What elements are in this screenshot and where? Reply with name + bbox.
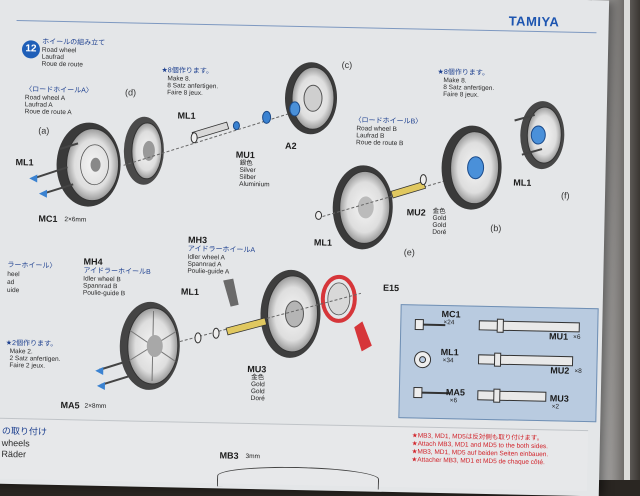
label-ml1-idler: ML1 (181, 288, 199, 298)
label-mc1: MC1 (38, 215, 57, 225)
label-ml1-top: ML1 (178, 111, 196, 121)
label-a: (a) (38, 127, 49, 137)
mu3-shaft-icon (478, 389, 546, 403)
idler-wheel-a (260, 269, 322, 358)
left-cut-jp: ラーホイール〉 (7, 262, 56, 270)
label-b: (b) (490, 224, 501, 234)
ma5-screw-icon (414, 387, 450, 398)
box-mu3-qty: ×2 (552, 404, 560, 411)
wheel-part-c (284, 62, 337, 135)
label-f: (f) (561, 191, 570, 201)
box-ml1-qty: ×34 (442, 358, 453, 365)
ml1-washer-icon (414, 351, 430, 367)
make2-fr: Faire 2 jeux. (9, 363, 45, 371)
wheel-part-f (514, 101, 565, 170)
mu1-color-fr: Aluminium (239, 182, 269, 189)
box-mu1-qty: ×6 (573, 335, 581, 342)
label-mh4: MH4 (83, 258, 102, 268)
label-c: (c) (342, 61, 353, 71)
label-mb3-size: 3mm (245, 454, 260, 461)
tool-red-icon (354, 321, 373, 351)
parts-checklist-box: MC1 ×24 ML1 ×34 MA5 ×6 MU1 ×6 MU2 ×8 MU3… (398, 304, 598, 422)
next-step-raeder: Räder (1, 450, 26, 460)
label-mb3: MB3 (219, 451, 238, 461)
mc1-screw-icon (415, 319, 445, 330)
next-step-title-jp: の取り付け (2, 427, 47, 437)
left-cut-2: ad (7, 280, 14, 287)
box-mu2-label: MU2 (550, 366, 569, 376)
next-step-wheels: wheels (2, 439, 30, 449)
ring-e15 (322, 277, 355, 322)
mu2-color-fr: Doré (432, 230, 446, 237)
label-ml1-right: ML1 (513, 178, 531, 188)
label-a2: A2 (285, 142, 297, 152)
left-cut-1: heel (7, 272, 19, 279)
page-edge-strip (624, 0, 630, 480)
make2-jp: ★2個作ります。 (6, 340, 58, 348)
wheel-part-b (441, 125, 503, 210)
label-ma5: MA5 (60, 401, 79, 411)
mu3-color-fr: Doré (251, 396, 265, 403)
label-mu2: MU2 (407, 208, 426, 218)
box-mu2-qty: ×8 (574, 369, 582, 376)
idler-a-fr: Poulie-guide A (187, 269, 229, 277)
label-ma5-size: 2×8mm (84, 404, 106, 411)
box-mc1-qty: ×24 (443, 320, 454, 327)
box-mu1-label: MU1 (549, 332, 568, 342)
label-mh3: MH3 (188, 236, 207, 246)
left-cut-3: uide (7, 288, 19, 295)
tool-grey-icon (223, 278, 240, 306)
road-wheel-a (56, 122, 122, 207)
label-ml1-left: ML1 (15, 158, 33, 168)
label-d: (d) (125, 88, 136, 98)
track-shape (217, 465, 379, 489)
box-ma5-qty: ×6 (450, 398, 458, 405)
label-e: (e) (404, 248, 415, 258)
instruction-page: TAMIYA 12 ホイールの組み立て Road wheel Laufrad R… (0, 0, 609, 496)
idler-b-fr: Poulie-guide B (83, 291, 125, 299)
wheel-part-d (123, 116, 164, 185)
label-ml1-mid: ML1 (314, 238, 332, 248)
label-e15: E15 (383, 284, 399, 294)
label-mc1-size: 2×6mm (64, 217, 86, 224)
note-fr: ★Attacher MB3, MD1 et MD5 de chaque côté… (411, 457, 544, 467)
next-step-panel: の取り付け wheels Räder MB3 3mm ★MB3, MD1, MD… (0, 418, 588, 492)
